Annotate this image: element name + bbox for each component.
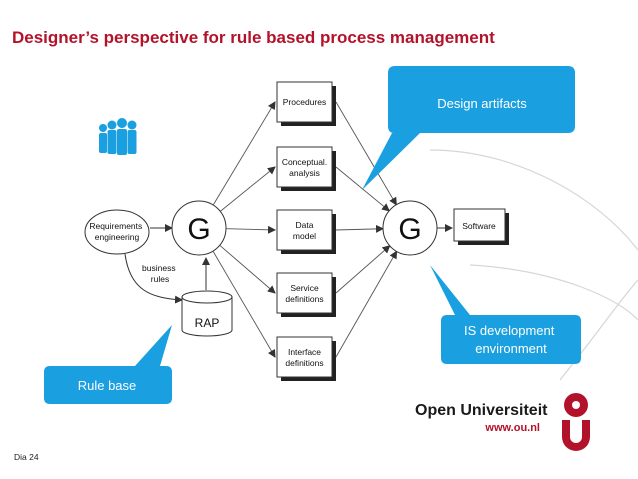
- arrow-artifact-to-g-right-4: [335, 250, 398, 358]
- rap-label: RAP: [195, 316, 220, 330]
- callout-design-artifacts-text: Design artifacts: [437, 96, 527, 111]
- slide-title: Designer’s perspective for rule based pr…: [12, 28, 495, 47]
- callout-is-development: IS development environment: [430, 265, 581, 364]
- arrow-g-left-to-artifact-0: [212, 101, 276, 206]
- people-icon: [99, 118, 137, 155]
- arrow-req-to-rap: [124, 253, 183, 304]
- business-rules-label: business rules: [142, 263, 178, 284]
- arrow-artifact-to-g-right-3: [335, 245, 391, 294]
- slide-footer: Dia 24: [14, 452, 39, 462]
- arrow-g-left-to-artifact-2: [225, 225, 276, 234]
- decor-curve-bottom: [469, 264, 638, 321]
- rap-database: RAP: [181, 290, 233, 337]
- ou-name-text: Open Universiteit: [415, 402, 548, 419]
- artifact-label-0: Procedures: [283, 97, 326, 107]
- callout-design-artifacts: Design artifacts: [362, 66, 575, 190]
- callout-rule-base-text: Rule base: [78, 378, 137, 393]
- ou-logo: Open Universiteit www.ou.nl: [415, 393, 590, 451]
- svg-text:Requirements engineeri: Requirements engineering: [89, 221, 144, 242]
- artifact-box-0: Procedures: [276, 81, 336, 126]
- arrow-g-left-to-artifact-1: [219, 166, 276, 212]
- arrow-artifact-to-g-right-2: [335, 224, 385, 233]
- ou-emblem-icon: [562, 393, 590, 451]
- callout-is-development-text: IS development environment: [464, 323, 558, 356]
- g-right-node: G: [382, 200, 438, 256]
- g-left-node: G: [171, 200, 227, 256]
- g-left-label: G: [187, 213, 210, 246]
- decor-curve-right: [559, 279, 638, 381]
- g-right-label: G: [398, 213, 421, 246]
- callout-rule-base: Rule base: [44, 325, 172, 404]
- decor-curve-top: [429, 149, 638, 251]
- ou-url-text: www.ou.nl: [484, 422, 540, 434]
- arrow-g-left-to-artifact-3: [219, 244, 276, 294]
- arrow-g-left-to-artifact-4: [212, 250, 276, 358]
- software-box: Software: [453, 208, 509, 245]
- artifact-box-1: Conceptual.analysis: [276, 146, 336, 191]
- software-label: Software: [462, 221, 496, 231]
- requirements-node: Requirements engineering: [84, 209, 150, 255]
- arrow-artifact-to-g-right-0: [335, 101, 397, 206]
- artifact-label-1: Conceptual.analysis: [282, 157, 327, 178]
